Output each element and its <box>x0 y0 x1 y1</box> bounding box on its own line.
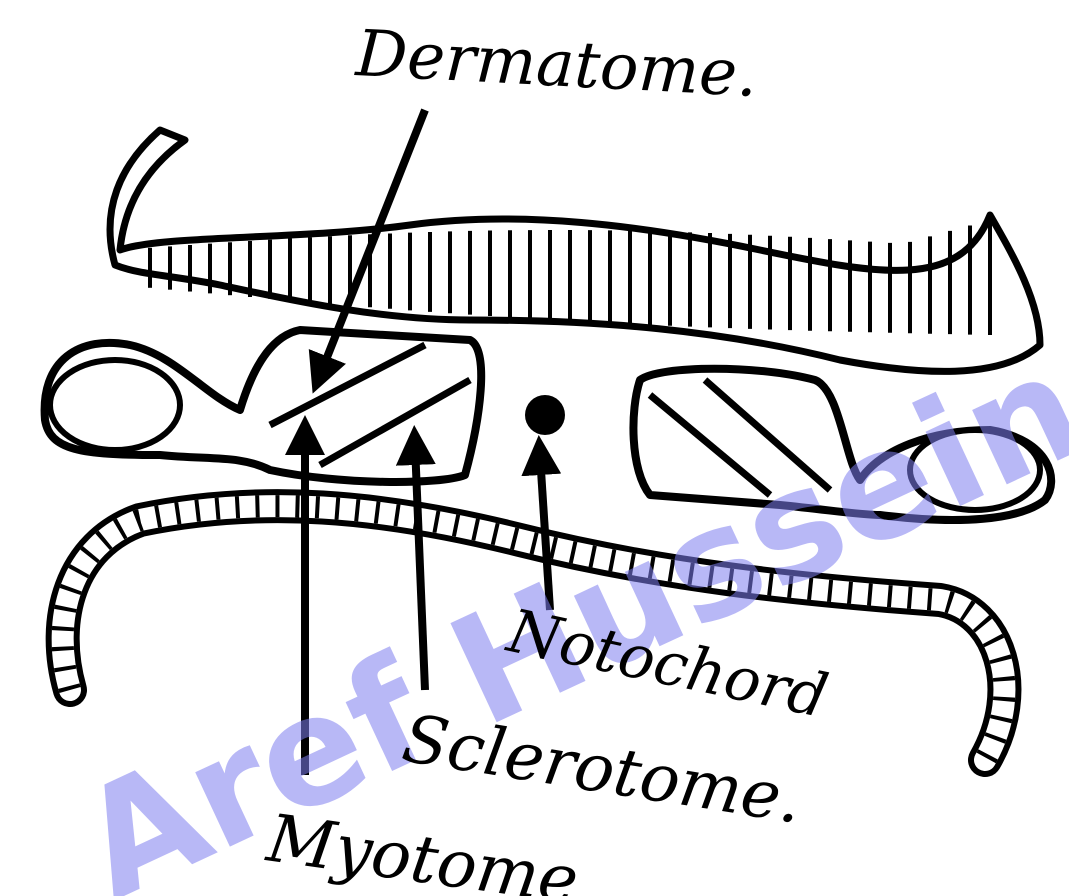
dermatome-label: Dermatome. <box>353 17 759 112</box>
sclerotome-label: Sclerotome. <box>397 700 807 839</box>
ectoderm-band <box>110 130 1040 371</box>
myotome-label: Myotome <box>262 799 583 896</box>
notochord-dot <box>525 395 565 435</box>
